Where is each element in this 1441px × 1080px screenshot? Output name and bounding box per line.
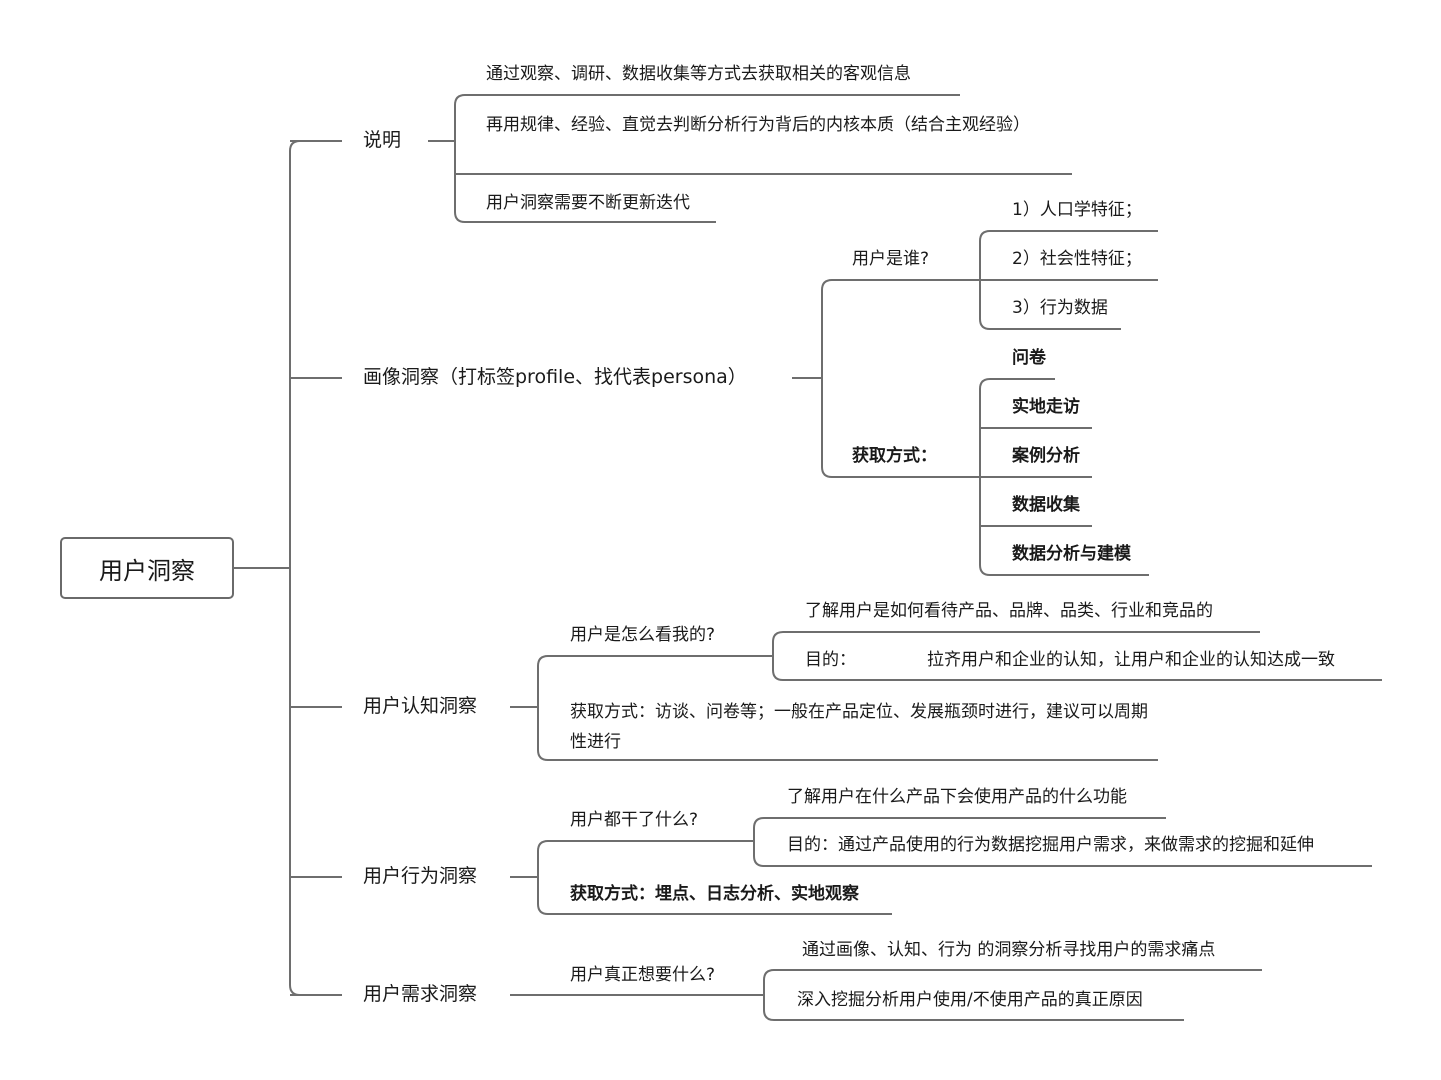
node-huaxiang[interactable]: 画像洞察（打标签profile、找代表persona） [363, 366, 747, 388]
node-xingwei-method[interactable]: 获取方式：埋点、日志分析、实地观察 [570, 884, 859, 904]
node-renzhi-q[interactable]: 用户是怎么看我的? [570, 625, 716, 645]
node-renzhi-method[interactable]: 获取方式：访谈、问卷等；一般在产品定位、发展瓶颈时进行，建议可以周期性进行 [570, 702, 1148, 752]
node-renzhi-goal-label[interactable]: 目的： [805, 650, 856, 670]
node-method-3[interactable]: 案例分析 [1012, 446, 1080, 466]
node-who-1[interactable]: 1）人口学特征； [1012, 200, 1142, 220]
node-who[interactable]: 用户是谁? [852, 249, 930, 269]
node-who-2[interactable]: 2）社会性特征； [1012, 249, 1142, 269]
node-shuoming[interactable]: 说明 [363, 129, 402, 151]
node-shuoming-3[interactable]: 用户洞察需要不断更新迭代 [486, 193, 690, 213]
connector-trunk [289, 140, 301, 996]
node-method-2[interactable]: 实地走访 [1012, 397, 1080, 417]
node-renzhi[interactable]: 用户认知洞察 [363, 695, 478, 717]
node-xuqiu-q-2[interactable]: 深入挖掘分析用户使用/不使用产品的真正原因 [797, 990, 1143, 1010]
node-renzhi-goal-text[interactable]: 拉齐用户和企业的认知，让用户和企业的认知达成一致 [927, 650, 1335, 670]
node-xingwei-q-2[interactable]: 目的：通过产品使用的行为数据挖掘用户需求，来做需求的挖掘和延伸 [787, 835, 1314, 855]
node-who-3[interactable]: 3）行为数据 [1012, 298, 1108, 318]
node-xingwei[interactable]: 用户行为洞察 [363, 865, 478, 887]
node-xingwei-q-1[interactable]: 了解用户在什么产品下会使用产品的什么功能 [787, 787, 1127, 807]
node-xuqiu-q-1[interactable]: 通过画像、认知、行为 的洞察分析寻找用户的需求痛点 [802, 940, 1216, 960]
node-method[interactable]: 获取方式： [852, 446, 937, 466]
node-xuqiu[interactable]: 用户需求洞察 [363, 983, 478, 1005]
node-method-5[interactable]: 数据分析与建模 [1012, 544, 1131, 564]
root-node[interactable]: 用户洞察 [60, 537, 234, 599]
node-shuoming-1[interactable]: 通过观察、调研、数据收集等方式去获取相关的客观信息 [486, 64, 911, 84]
node-renzhi-q-1[interactable]: 了解用户是如何看待产品、品牌、品类、行业和竞品的 [805, 601, 1213, 621]
node-method-1[interactable]: 问卷 [1012, 348, 1046, 368]
node-xingwei-q[interactable]: 用户都干了什么? [570, 810, 699, 830]
node-method-4[interactable]: 数据收集 [1012, 495, 1080, 515]
node-xuqiu-q[interactable]: 用户真正想要什么? [570, 965, 716, 985]
node-shuoming-2[interactable]: 再用规律、经验、直觉去判断分析行为背后的内核本质（结合主观经验） [486, 115, 1030, 135]
